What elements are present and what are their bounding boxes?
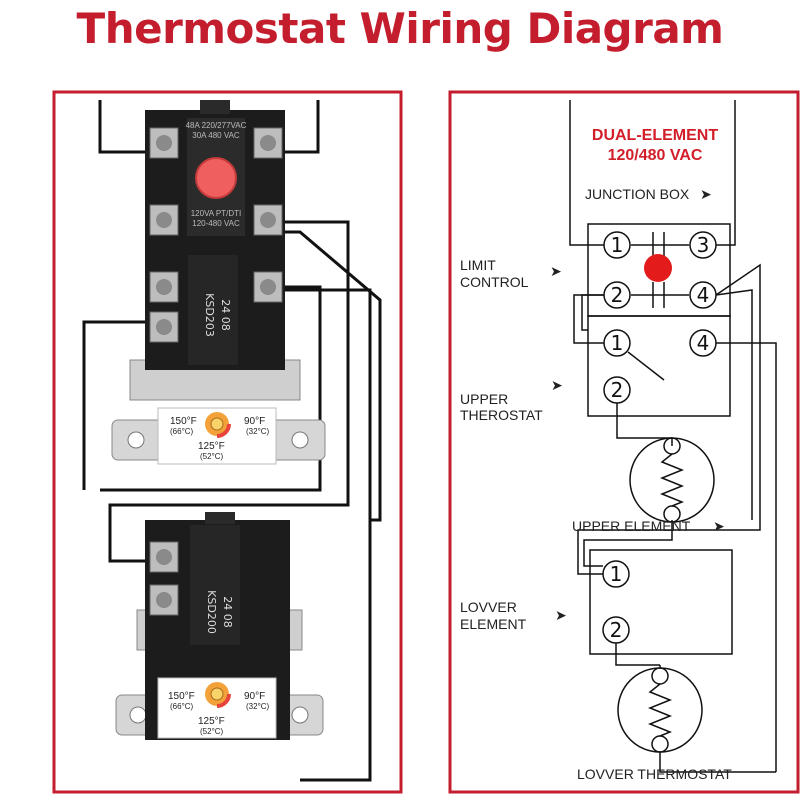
terminal-lt-1: 1 xyxy=(610,562,623,586)
upper-element-label: UPPER ELEMENT xyxy=(572,518,691,534)
lower-thermostat-unit: KSD200 24 08 150°F (66°C) 90°F (32°C) 12… xyxy=(115,512,324,740)
upper-dial-high: 150°F xyxy=(170,416,197,427)
schematic-header-1: DUAL-ELEMENT xyxy=(592,127,718,144)
lower-dial-low: 90°F xyxy=(244,691,265,702)
upper-code: 24 08 xyxy=(219,299,232,331)
upper-therostat-label-2: THEROSTAT xyxy=(460,407,543,423)
terminal-lc-2: 2 xyxy=(611,283,624,307)
lower-dial-mid: 125°F xyxy=(198,716,225,727)
upper-thermostat-box xyxy=(587,315,731,417)
upper-dial-mid-c: (52°C) xyxy=(200,452,224,461)
terminal-ut-2: 2 xyxy=(611,378,624,402)
limit-arrow: ➤ xyxy=(550,263,562,279)
upper-therostat-arrow: ➤ xyxy=(551,377,563,393)
upper-dial-low-c: (32°C) xyxy=(246,427,270,436)
upper-element-coil xyxy=(629,437,715,523)
upper-element-arrow: ➤ xyxy=(713,518,725,534)
lower-code: 24 08 xyxy=(221,596,234,628)
upper-model: KSD203 xyxy=(203,293,216,337)
terminal-ut-1: 1 xyxy=(611,331,624,355)
lower-dial-high-c: (66°C) xyxy=(170,702,194,711)
lower-element-arrow: ➤ xyxy=(555,607,567,623)
lower-dial-high: 150°F xyxy=(168,691,195,702)
left-panel-frame xyxy=(52,90,403,794)
upper-dial-high-c: (66°C) xyxy=(170,427,194,436)
schematic: DUAL-ELEMENT 120/480 VAC JUNCTION BOX ➤ … xyxy=(460,100,777,782)
upper-dial-mid: 125°F xyxy=(198,441,225,452)
limit-label-2: CONTROL xyxy=(460,274,529,290)
upper-rating-1: 48A 220/277VAC xyxy=(186,121,247,130)
terminal-lc-4: 4 xyxy=(697,283,710,307)
terminal-lc-1: 1 xyxy=(611,233,624,257)
lower-temp-dial[interactable] xyxy=(210,687,224,701)
schematic-header-2: 120/480 VAC xyxy=(608,147,703,164)
upper-thermostat-unit: 48A 220/277VAC 30A 480 VAC 120VA PT/DTI … xyxy=(111,100,326,465)
junction-arrow: ➤ xyxy=(700,186,712,202)
lower-thermostat-box xyxy=(589,549,733,655)
terminal-lt-2: 2 xyxy=(610,618,623,642)
lower-element-coil xyxy=(617,665,703,753)
right-panel-frame xyxy=(448,90,800,794)
terminal-lc-3: 3 xyxy=(697,233,710,257)
lower-dial-mid-c: (52°C) xyxy=(200,727,224,736)
lower-dial-low-c: (32°C) xyxy=(246,702,270,711)
limit-label-1: LIMIT xyxy=(460,257,496,273)
lower-element-label-1: LOVVER xyxy=(460,599,517,615)
lower-thermostat-label: LOVVER THERMOSTAT xyxy=(577,766,732,782)
page-title: Thermostat Wiring Diagram xyxy=(76,4,724,53)
upper-therostat-label-1: UPPER xyxy=(460,391,508,407)
upper-rating-2: 30A 480 VAC xyxy=(192,131,240,140)
upper-rating-4: 120-480 VAC xyxy=(192,219,240,228)
upper-rating-3: 120VA PT/DTI xyxy=(191,209,242,218)
reset-button[interactable] xyxy=(195,157,237,199)
terminal-ut-4: 4 xyxy=(697,331,710,355)
upper-dial-low: 90°F xyxy=(244,416,265,427)
upper-temp-dial[interactable] xyxy=(210,417,224,431)
limit-reset-button[interactable] xyxy=(644,254,672,282)
lower-model: KSD200 xyxy=(205,590,218,634)
lower-element-label-2: ELEMENT xyxy=(460,616,527,632)
junction-box-label: JUNCTION BOX xyxy=(585,186,690,202)
left-wires xyxy=(82,100,382,782)
